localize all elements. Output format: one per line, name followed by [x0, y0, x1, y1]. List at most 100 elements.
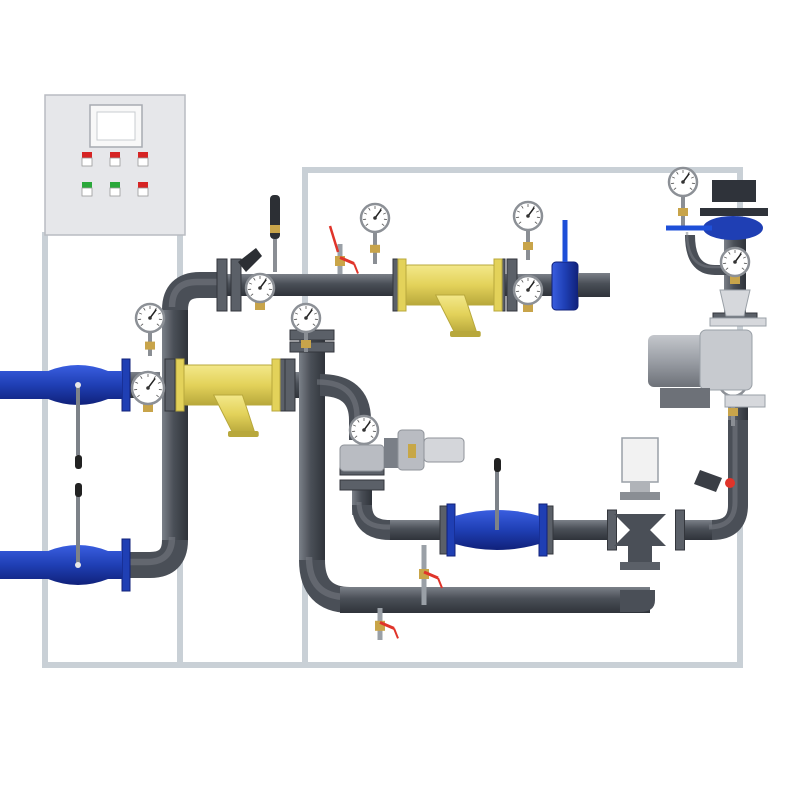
- valve-handle-grip[interactable]: [75, 483, 82, 497]
- valve-bottom-port: [628, 546, 652, 566]
- balancing-valve-body: [339, 444, 385, 472]
- valve-body: [0, 545, 122, 585]
- gauge-tick: [248, 282, 253, 285]
- gauge-tick: [312, 323, 316, 327]
- y-strainer-supply: [175, 358, 281, 437]
- gauge-tick: [370, 435, 374, 439]
- strainer-flange-left: [397, 258, 407, 312]
- gauge-tick: [267, 282, 272, 285]
- valve-bottom-flange: [620, 562, 660, 570]
- drain-handle[interactable]: [379, 621, 395, 630]
- gauge-pivot: [304, 316, 308, 320]
- indicator-switch[interactable]: [109, 157, 121, 167]
- indicator-light: [110, 152, 120, 158]
- indicator-switch[interactable]: [137, 157, 149, 167]
- gauge-pivot: [373, 216, 377, 220]
- pressure-gauge-pump-suction: [719, 246, 751, 284]
- valve-actuator: [621, 437, 659, 483]
- gauge-tick: [518, 295, 522, 299]
- butterfly-valve[interactable]: [551, 220, 610, 311]
- gauge-fitting: [730, 276, 740, 284]
- pump-flange: [709, 317, 767, 327]
- three-way-control-valve: [614, 437, 666, 570]
- balancing-valve-brass: [408, 444, 416, 458]
- flange: [607, 509, 617, 551]
- gauge-tick: [153, 375, 156, 379]
- valve-body: [0, 365, 122, 405]
- indicator-switch[interactable]: [109, 187, 121, 197]
- ball-valve-return[interactable]: [0, 483, 131, 592]
- air-vent-brass: [270, 225, 280, 233]
- pressure-gauge-supply-top: [134, 302, 166, 356]
- vent-valve-lever[interactable]: [328, 225, 340, 253]
- drain-handle[interactable]: [339, 256, 355, 265]
- flange: [164, 358, 176, 412]
- gauge-pivot: [146, 386, 150, 390]
- gauge-tick: [299, 307, 302, 311]
- circulation-pump: [648, 180, 768, 408]
- valve-flange-left: [446, 503, 456, 557]
- drain-valve-bottom[interactable]: [375, 608, 399, 640]
- branch-fitting: [694, 470, 722, 492]
- gauge-fitting: [678, 208, 688, 216]
- valve-handle-grip[interactable]: [75, 455, 82, 469]
- gauge-fitting: [301, 340, 311, 348]
- gauge-tick: [143, 307, 146, 311]
- gauge-tick: [140, 323, 144, 327]
- pump-terminal-box: [660, 388, 710, 408]
- pressure-gauge-top-mid: [359, 202, 391, 264]
- gauge-tick: [535, 284, 540, 287]
- gauge-tick: [534, 295, 538, 299]
- gauge-tick: [156, 323, 160, 327]
- gauge-tick: [671, 176, 676, 179]
- gauge-tick: [723, 256, 728, 259]
- gauge-fitting: [255, 302, 265, 310]
- gauge-tick: [516, 210, 521, 213]
- branch-cap[interactable]: [725, 478, 735, 488]
- air-vent-valve[interactable]: [238, 195, 280, 272]
- indicator-switch[interactable]: [137, 187, 149, 197]
- indicator-switch[interactable]: [81, 187, 93, 197]
- drain-valve-bypass[interactable]: [419, 545, 443, 605]
- gauge-tick: [368, 207, 371, 211]
- gauge-pivot: [362, 428, 366, 432]
- valve-handle-grip[interactable]: [494, 458, 501, 472]
- actuator-yoke: [630, 482, 650, 492]
- side-valve-handle[interactable]: [238, 248, 262, 272]
- pump-motor-housing: [648, 335, 710, 387]
- vent-valve-top[interactable]: [335, 244, 359, 274]
- balancing-valve-knob[interactable]: [423, 437, 465, 463]
- drain-handle[interactable]: [423, 570, 439, 580]
- balancing-valve[interactable]: [339, 429, 465, 472]
- pipe-segment: [299, 340, 325, 560]
- gauge-pivot: [148, 316, 152, 320]
- flange: [216, 258, 228, 312]
- flange: [284, 358, 296, 412]
- indicator-light: [138, 182, 148, 188]
- drain-body: [375, 620, 385, 631]
- gauge-tick: [741, 267, 745, 271]
- gauge-pivot: [681, 180, 685, 184]
- flange: [289, 341, 335, 353]
- gauge-tick: [521, 279, 524, 283]
- pipe-elbow-highlight: [356, 501, 447, 530]
- ball-valve-bypass[interactable]: [446, 458, 548, 557]
- pump-base-flange: [724, 394, 766, 408]
- gauge-tick: [313, 312, 318, 315]
- gauge-tick: [690, 176, 695, 179]
- gauge-pivot: [526, 214, 530, 218]
- actuator-bonnet: [620, 492, 660, 500]
- ball-valve-supply[interactable]: [0, 358, 131, 469]
- gauge-tick: [673, 187, 677, 191]
- gauge-tick: [365, 223, 369, 227]
- pressure-gauge-butterfly: [512, 274, 544, 312]
- gauge-tick: [157, 312, 162, 315]
- butterfly-valve-body: [551, 261, 579, 311]
- pressure-gauge-top-right: [512, 200, 544, 260]
- gauge-fitting: [145, 341, 155, 350]
- pipe-segment: [162, 310, 188, 540]
- indicator-switch[interactable]: [81, 157, 93, 167]
- gauge-tick: [138, 312, 143, 315]
- pipe-end-cap: [620, 590, 655, 612]
- gauge-tick: [253, 277, 256, 281]
